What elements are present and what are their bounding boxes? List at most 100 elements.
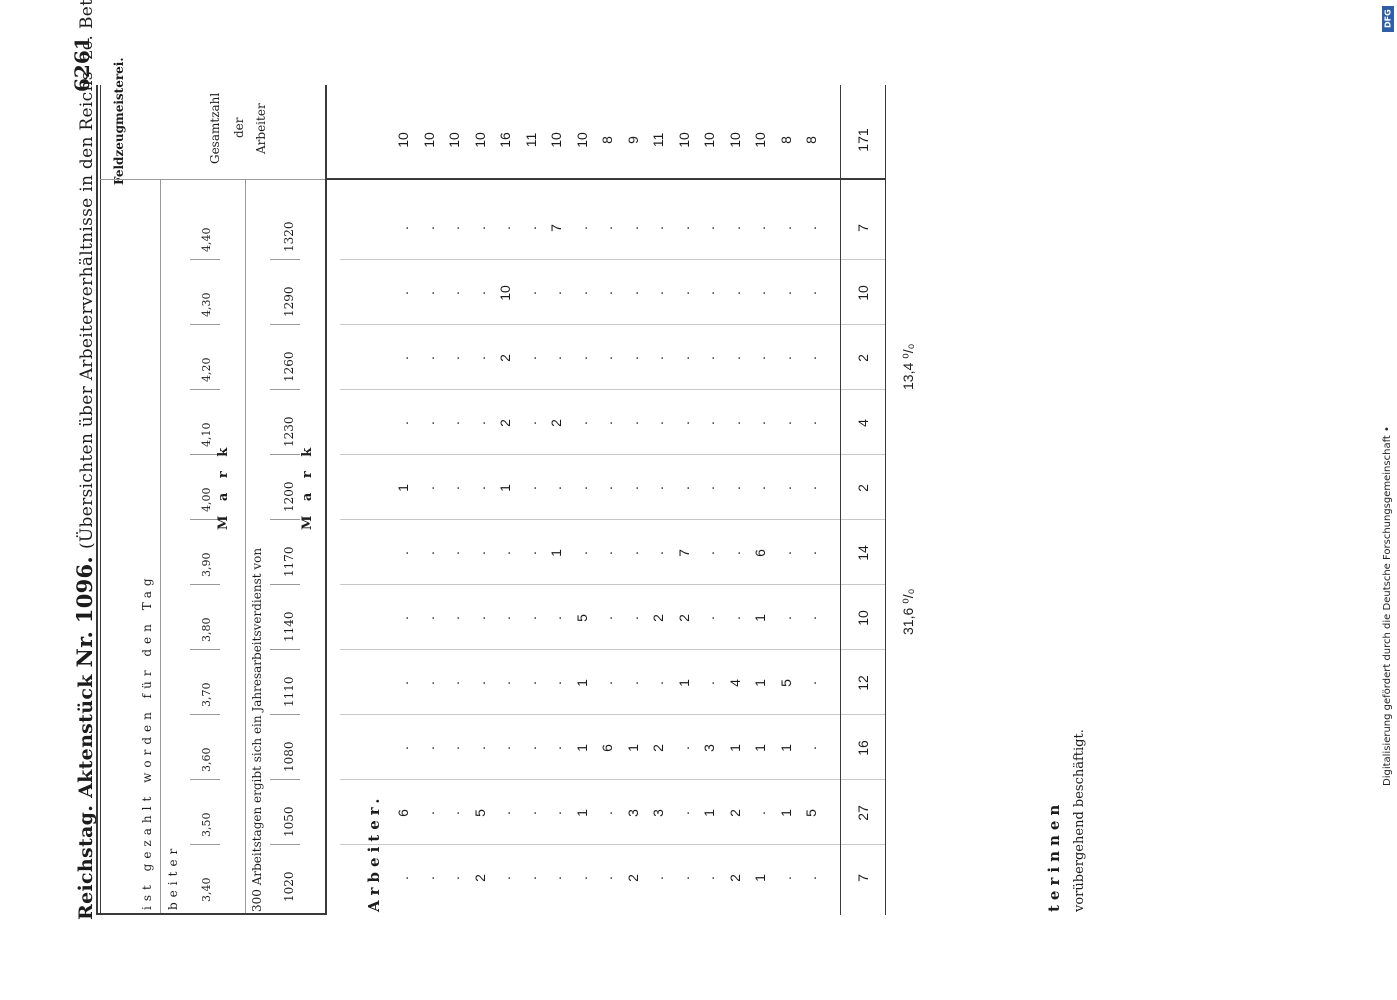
table-cell: . bbox=[803, 226, 819, 230]
table-cell: . bbox=[675, 421, 692, 425]
table-cell: . bbox=[420, 356, 437, 360]
wage-label: 3,80 bbox=[200, 617, 213, 643]
wage-label: 4,00 bbox=[200, 487, 213, 513]
table-cell: 7 bbox=[675, 549, 692, 557]
table-cell: . bbox=[777, 486, 794, 490]
table-cell: 1 bbox=[573, 809, 590, 817]
table-cell: 2 bbox=[726, 809, 743, 817]
table-cell: . bbox=[548, 356, 564, 360]
table-cell: . bbox=[395, 356, 411, 360]
table-cell: 1 bbox=[752, 874, 768, 882]
wage-column-divider bbox=[190, 389, 220, 390]
table-cell: . bbox=[650, 681, 666, 685]
body-column-divider bbox=[340, 714, 885, 715]
annual-label: 1320 bbox=[282, 221, 296, 252]
sum-cell: 14 bbox=[855, 545, 871, 561]
table-cell: 1 bbox=[548, 549, 564, 557]
table-cell: . bbox=[752, 486, 768, 490]
table-cell: 6 bbox=[599, 744, 615, 752]
table-cell: . bbox=[548, 681, 564, 685]
table-cell: . bbox=[420, 746, 437, 750]
annual-column-divider bbox=[270, 844, 300, 845]
annual-label: 1200 bbox=[282, 481, 296, 512]
table-cell: . bbox=[522, 746, 539, 750]
table-cell: . bbox=[726, 551, 743, 555]
table-cell: . bbox=[650, 421, 666, 425]
annual-column-divider bbox=[270, 324, 300, 325]
head-divider-1 bbox=[160, 180, 161, 915]
header-rule bbox=[96, 85, 98, 915]
table-cell: . bbox=[446, 681, 462, 685]
table-cell: . bbox=[497, 226, 513, 230]
table-cell: . bbox=[471, 681, 488, 685]
row-total: 10 bbox=[701, 132, 717, 148]
table-cell: . bbox=[573, 356, 590, 360]
table-cell: 7 bbox=[548, 224, 564, 232]
table-cell: . bbox=[395, 616, 411, 620]
wage-column-divider bbox=[190, 584, 220, 585]
table-cell: . bbox=[777, 876, 794, 880]
row-total: 10 bbox=[420, 132, 437, 148]
wage-label: 4,20 bbox=[200, 357, 213, 383]
table-cell: . bbox=[803, 421, 819, 425]
table-cell: . bbox=[522, 551, 539, 555]
annual-column-divider bbox=[270, 584, 300, 585]
table-cell: . bbox=[522, 356, 539, 360]
table-cell: . bbox=[522, 616, 539, 620]
table-cell: . bbox=[522, 421, 539, 425]
table-cell: . bbox=[599, 486, 615, 490]
table-cell: 10 bbox=[497, 285, 513, 301]
row-total: 11 bbox=[650, 132, 666, 148]
table-cell: 2 bbox=[497, 419, 513, 427]
row-total: 16 bbox=[497, 132, 513, 148]
table-cell: . bbox=[471, 226, 488, 230]
annual-label: 1080 bbox=[282, 741, 296, 772]
sum-cell: 12 bbox=[855, 675, 871, 691]
table-cell: . bbox=[446, 226, 462, 230]
sum-cell: 2 bbox=[855, 354, 871, 362]
page-number: 6261 bbox=[70, 36, 94, 92]
mark-label-upper: M a r k bbox=[216, 442, 231, 530]
annual-label: 1230 bbox=[282, 416, 296, 447]
digitization-credit: Digitalisierung gefördert durch die Deut… bbox=[1382, 426, 1393, 786]
table-cell: . bbox=[624, 681, 641, 685]
table-cell: . bbox=[777, 226, 794, 230]
table-cell: . bbox=[726, 356, 743, 360]
percent-label-2: 13,4 ⁰/₀ bbox=[900, 343, 916, 390]
table-cell: . bbox=[777, 421, 794, 425]
table-cell: . bbox=[573, 226, 590, 230]
annual-column-divider bbox=[270, 779, 300, 780]
sum-cell: 10 bbox=[855, 610, 871, 626]
table-cell: . bbox=[675, 746, 692, 750]
annual-label: 1110 bbox=[282, 676, 296, 707]
row-total: 10 bbox=[548, 132, 564, 148]
table-cell: . bbox=[701, 421, 717, 425]
table-cell: . bbox=[803, 551, 819, 555]
table-cell: 5 bbox=[573, 614, 590, 622]
mark-label-lower: M a r k bbox=[300, 442, 315, 530]
total-header-der: der bbox=[232, 117, 246, 138]
table-cell: . bbox=[446, 876, 462, 880]
table-cell: 1 bbox=[726, 744, 743, 752]
table-cell: . bbox=[573, 551, 590, 555]
body-column-divider bbox=[340, 324, 885, 325]
document-header: Reichstag. Aktenstück Nr. 1096. (Übersic… bbox=[72, 0, 97, 920]
table-cell: . bbox=[446, 551, 462, 555]
table-cell: . bbox=[803, 616, 819, 620]
table-cell: 3 bbox=[701, 744, 717, 752]
table-cell: 4 bbox=[726, 679, 743, 687]
table-cell: . bbox=[395, 876, 411, 880]
table-cell: . bbox=[471, 291, 488, 295]
table-cell: . bbox=[420, 876, 437, 880]
table-cell: 5 bbox=[471, 809, 488, 817]
table-cell: . bbox=[446, 486, 462, 490]
header-number: Nr. 1096. bbox=[72, 555, 97, 668]
table-cell: . bbox=[599, 616, 615, 620]
table-cell: . bbox=[675, 226, 692, 230]
table-cell: . bbox=[599, 421, 615, 425]
table-cell: . bbox=[701, 356, 717, 360]
table-cell: 1 bbox=[777, 744, 794, 752]
table-cell: . bbox=[522, 681, 539, 685]
table-cell: . bbox=[803, 746, 819, 750]
